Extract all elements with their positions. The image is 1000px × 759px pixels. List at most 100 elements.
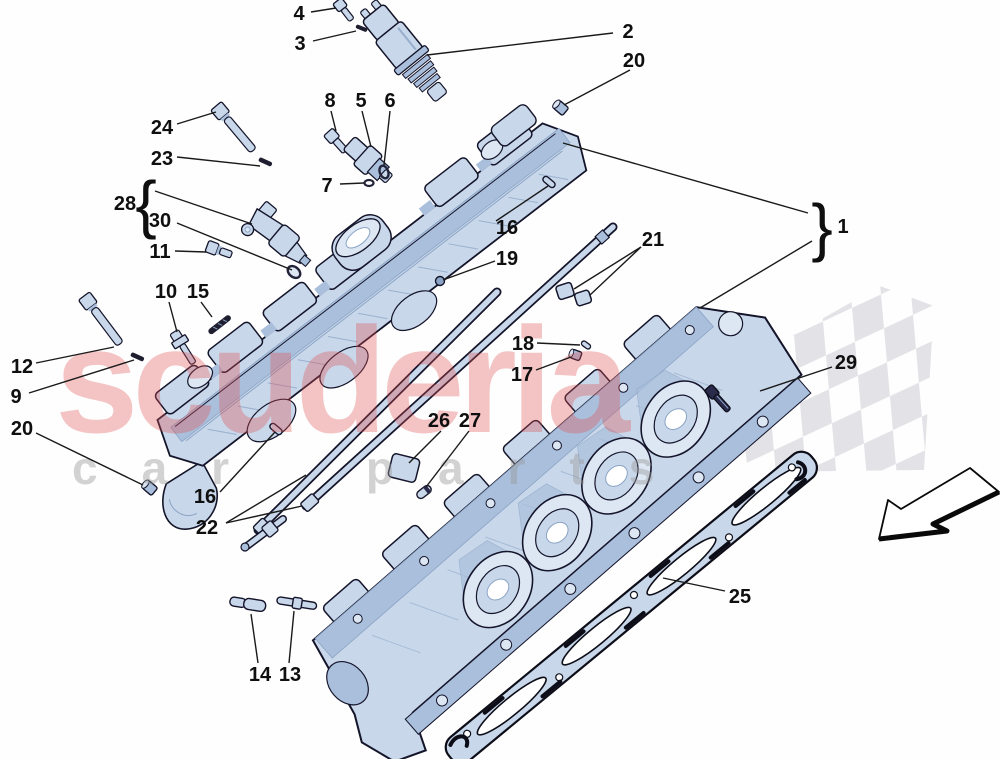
callout-16-leader bbox=[219, 431, 276, 493]
part-10-bolt bbox=[169, 329, 196, 365]
upper-cylinder-head-art bbox=[154, 104, 588, 530]
part-9-pin bbox=[130, 352, 145, 362]
lower-cylinder-head-art bbox=[311, 306, 812, 759]
part-29-bolt bbox=[704, 384, 731, 413]
callout-16-leader bbox=[495, 185, 549, 222]
callout-9: 9 bbox=[10, 386, 21, 408]
part-27-bushing bbox=[416, 484, 432, 500]
callout-11: 11 bbox=[149, 241, 170, 263]
part-7-o-ring bbox=[363, 178, 375, 188]
part-3-pin bbox=[355, 24, 368, 32]
callout-19: 19 bbox=[496, 248, 518, 270]
callout-20-leader bbox=[35, 432, 144, 486]
callout-20: 20 bbox=[11, 418, 33, 440]
callout-19-leader bbox=[442, 260, 496, 281]
callout-20: 20 bbox=[623, 50, 645, 72]
callout-16: 16 bbox=[194, 486, 216, 508]
callout-18-leader bbox=[536, 342, 581, 346]
part-28-sensor bbox=[240, 201, 312, 268]
intake-funnels bbox=[458, 369, 712, 629]
callout-22-leader bbox=[225, 505, 303, 524]
callout-6: 6 bbox=[384, 90, 395, 112]
callout-25-leader bbox=[662, 577, 726, 592]
callout-1-leader bbox=[562, 142, 809, 214]
callout-24-leader bbox=[176, 111, 217, 125]
callout-8: 8 bbox=[324, 90, 335, 112]
callout-15: 15 bbox=[187, 281, 209, 303]
callout-26-leader bbox=[408, 430, 442, 464]
callout-7-leader bbox=[339, 182, 365, 185]
callout-28-leader bbox=[154, 190, 253, 225]
callout-10-leader bbox=[168, 301, 178, 333]
callout-15-leader bbox=[200, 301, 213, 318]
callout-21-leader bbox=[573, 246, 642, 290]
watermark-line1: scuderia bbox=[55, 296, 632, 464]
callout-4: 4 bbox=[293, 3, 305, 25]
callout-14: 14 bbox=[249, 664, 272, 686]
callout-18: 18 bbox=[512, 333, 534, 355]
part-11-bolt bbox=[204, 240, 233, 259]
part-13-dowel bbox=[276, 596, 318, 610]
callout-13: 13 bbox=[279, 664, 301, 686]
callout-29: 29 bbox=[835, 352, 857, 374]
callout-5: 5 bbox=[355, 90, 366, 112]
callout-26: 26 bbox=[428, 410, 450, 432]
part-6-o-ring bbox=[378, 164, 390, 180]
watermark-line2: car parts bbox=[72, 442, 698, 494]
callout-17-leader bbox=[535, 356, 572, 371]
callout-4-leader bbox=[310, 7, 337, 13]
callout-22-leader bbox=[225, 474, 307, 524]
callout-29-leader bbox=[759, 366, 833, 392]
callout-30-leader bbox=[176, 222, 293, 271]
callout-17: 17 bbox=[511, 364, 533, 386]
callout-27-leader bbox=[425, 430, 470, 488]
callout-3-leader bbox=[312, 30, 357, 42]
callout-2: 2 bbox=[622, 21, 633, 43]
part-16-pin-lower bbox=[269, 422, 283, 436]
callout-20-leader bbox=[563, 69, 631, 106]
callout-12-leader bbox=[35, 346, 115, 364]
callout-21-leader bbox=[589, 246, 642, 296]
part-25-head-gasket bbox=[444, 450, 819, 759]
callout-12: 12 bbox=[11, 356, 33, 378]
part-15-pin bbox=[208, 315, 231, 335]
part-21-plug-a bbox=[555, 281, 575, 301]
callout-1-brace: } bbox=[811, 191, 832, 263]
callout-30: 30 bbox=[149, 210, 171, 232]
part-21-plug-b bbox=[573, 289, 593, 307]
callout-2-leader bbox=[426, 32, 614, 56]
callout-25: 25 bbox=[729, 586, 751, 608]
callout-8-leader bbox=[330, 110, 337, 132]
part-24-bolt bbox=[210, 101, 256, 153]
watermark: scuderia car parts bbox=[55, 296, 698, 494]
callout-28: 28 bbox=[114, 193, 136, 215]
callout-13-leader bbox=[288, 610, 295, 664]
direction-arrow bbox=[878, 467, 1000, 542]
callout-22: 22 bbox=[196, 517, 218, 539]
part-23-pin bbox=[258, 157, 273, 167]
callout-21: 21 bbox=[642, 229, 664, 251]
callout-7: 7 bbox=[321, 175, 332, 197]
callout-9-leader bbox=[28, 359, 135, 394]
callout-3: 3 bbox=[294, 33, 305, 55]
callout-6-leader bbox=[383, 110, 391, 166]
callout-1: 1 bbox=[837, 216, 848, 238]
callout-27: 27 bbox=[459, 410, 481, 432]
callout-5-leader bbox=[361, 110, 372, 148]
callout-14-leader bbox=[250, 613, 259, 664]
callout-24: 24 bbox=[151, 117, 174, 139]
part-20-bushing-left bbox=[141, 479, 158, 496]
callout-23: 23 bbox=[151, 148, 173, 170]
part-22-oil-pipes bbox=[240, 222, 618, 552]
callout-1-leader bbox=[699, 240, 813, 309]
part-12-bolt bbox=[78, 291, 123, 346]
part-16-pin-upper bbox=[542, 175, 556, 189]
part-17-bushing bbox=[568, 348, 583, 362]
callout-16: 16 bbox=[496, 217, 518, 239]
part-18-pin bbox=[580, 340, 592, 350]
callout-11-leader bbox=[174, 250, 207, 253]
callout-23-leader bbox=[176, 156, 261, 167]
